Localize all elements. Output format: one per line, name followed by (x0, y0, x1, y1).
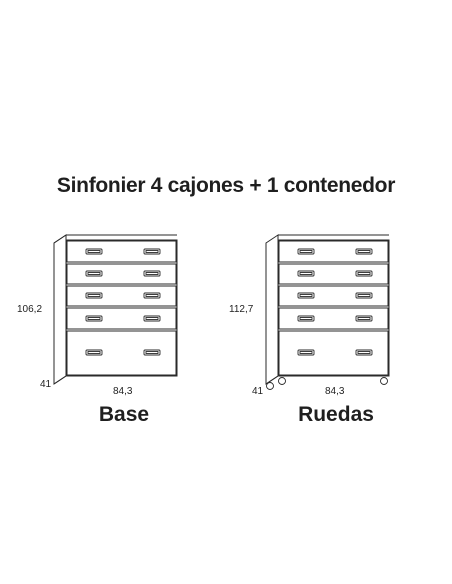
wheels (266, 377, 388, 390)
chest-wheels-side (265, 234, 279, 385)
height-dimension: 112,7 (229, 304, 254, 315)
handles (297, 248, 373, 356)
width-dimension: 84,3 (113, 386, 133, 397)
drawer-2 (66, 263, 177, 285)
drawer-2 (278, 263, 389, 285)
variant-label-ruedas: Ruedas (298, 403, 374, 426)
drawer-4 (66, 307, 177, 330)
wheel-icon (278, 377, 286, 385)
width-dimension: 84,3 (325, 386, 345, 397)
drawer-4 (278, 307, 389, 330)
wheel-icon (266, 382, 274, 390)
chest-wheels (265, 234, 390, 390)
drawer-5-container (66, 330, 177, 376)
drawer-5-container (278, 330, 389, 376)
variant-label-base: Base (98, 403, 150, 426)
drawer-1 (278, 240, 389, 263)
chest-base-top-edge (53, 234, 67, 244)
chest-wheels-front (277, 239, 390, 377)
diagram-title: Sinfonier 4 cajones + 1 contenedor (56, 174, 396, 197)
chest-base (53, 234, 178, 385)
drawer-1 (66, 240, 177, 263)
wheel-icon (380, 377, 388, 385)
depth-dimension: 41 (252, 386, 264, 397)
drawer-3 (66, 285, 177, 307)
drawer-3 (278, 285, 389, 307)
depth-dimension: 41 (40, 379, 52, 390)
chest-base-side (53, 234, 67, 385)
handles (85, 248, 161, 356)
chest-base-front (65, 239, 178, 377)
height-dimension: 106,2 (17, 304, 43, 315)
